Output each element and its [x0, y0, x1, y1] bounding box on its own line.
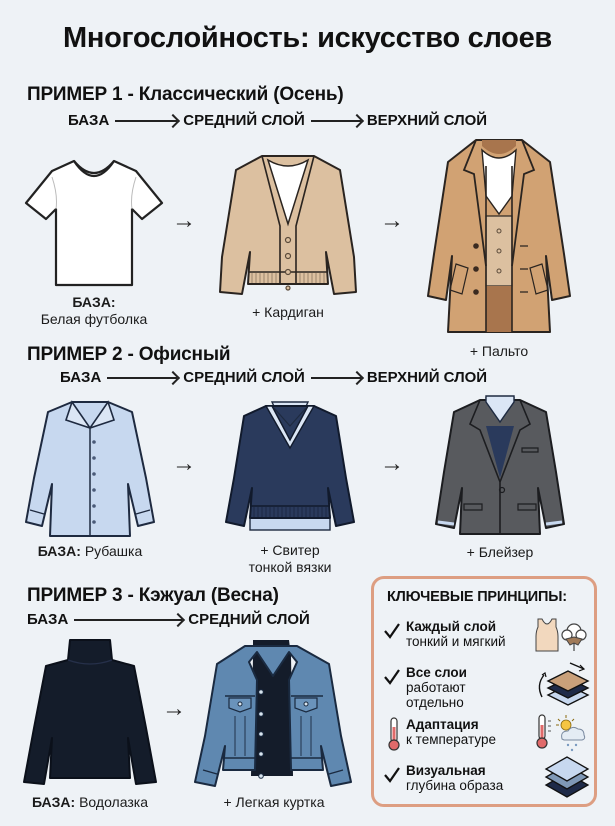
denim-jacket-icon	[194, 640, 352, 787]
example-1-item-3-caption: + Пальто	[469, 343, 529, 359]
flow-base-label: БАЗА	[60, 369, 102, 386]
example-1-title: ПРИМЕР 1 - Классический (Осень)	[27, 84, 344, 105]
example-1-item-2-caption: + Кардиган	[252, 304, 324, 320]
flow-arrow-icon	[107, 376, 178, 379]
example-3-title: ПРИМЕР 3 - Кэжуал (Весна)	[27, 585, 279, 606]
principle-item: Каждый слой тонкий и мягкий	[384, 618, 594, 655]
thermometer-icon	[388, 717, 400, 751]
step-arrow-icon: →	[162, 695, 186, 722]
principle-item: Визуальная глубина образа	[384, 756, 594, 799]
example-2-title: ПРИМЕР 2 - Офисный	[27, 344, 231, 365]
example-1-flow: БАЗА СРЕДНИЙ СЛОЙ ВЕРХНИЙ СЛОЙ	[68, 112, 487, 129]
flow-middle-label: СРЕДНИЙ СЛОЙ	[183, 369, 305, 386]
layers-stack-icon	[544, 756, 590, 798]
beige-cardigan-icon	[219, 155, 357, 295]
example-3-flow: БАЗА СРЕДНИЙ СЛОЙ	[27, 611, 310, 628]
flow-base-label: БАЗА	[68, 112, 110, 129]
flow-base-label: БАЗА	[27, 611, 69, 628]
key-principles-panel: КЛЮЧЕВЫЕ ПРИНЦИПЫ: Каждый слой тонкий и …	[371, 576, 597, 807]
step-arrow-icon: →	[380, 207, 404, 234]
principle-item: Все слои работают отдельно	[384, 662, 594, 715]
example-2-item-1-caption: БАЗА: Рубашка	[37, 543, 143, 559]
layers-rotate-icon	[538, 662, 590, 706]
flow-middle-label: СРЕДНИЙ СЛОЙ	[188, 611, 310, 628]
flow-middle-label: СРЕДНИЙ СЛОЙ	[183, 112, 305, 129]
camel-coat-icon	[427, 139, 571, 333]
light-blue-shirt-icon	[25, 400, 155, 537]
check-icon	[384, 623, 400, 639]
example-2-flow: БАЗА СРЕДНИЙ СЛОЙ ВЕРХНИЙ СЛОЙ	[60, 369, 487, 386]
step-arrow-icon: →	[172, 207, 196, 234]
flow-arrow-icon	[310, 376, 361, 379]
page-title: Многослойность: искусство слоев	[63, 22, 552, 54]
flow-outer-label: ВЕРХНИЙ СЛОЙ	[366, 112, 488, 129]
gray-blazer-icon	[435, 395, 565, 535]
example-2-item-2-caption: + Свитер тонкой вязки	[248, 542, 332, 575]
example-1-item-1-caption: БАЗА: Белая футболка	[40, 294, 148, 327]
flow-outer-label: ВЕРХНИЙ СЛОЙ	[366, 369, 488, 386]
check-icon	[384, 669, 400, 685]
thermometer-weather-icon	[536, 714, 586, 752]
principle-item: Адаптация к температуре	[384, 714, 594, 753]
check-icon	[384, 767, 400, 783]
step-arrow-icon: →	[172, 450, 196, 477]
example-3-item-1-caption: БАЗА: Водолазка	[32, 794, 148, 810]
black-turtleneck-icon	[23, 639, 157, 785]
tank-top-cotton-icon	[535, 618, 587, 652]
white-tshirt-icon	[24, 159, 164, 287]
example-2-item-3-caption: + Блейзер	[466, 544, 534, 560]
example-3-item-2-caption: + Легкая куртка	[223, 794, 325, 810]
flow-arrow-icon	[310, 119, 361, 122]
step-arrow-icon: →	[380, 450, 404, 477]
principles-header: КЛЮЧЕВЫЕ ПРИНЦИПЫ:	[387, 589, 567, 605]
flow-arrow-icon	[115, 119, 178, 122]
navy-sweater-icon	[225, 401, 355, 531]
flow-arrow-icon	[74, 618, 183, 621]
